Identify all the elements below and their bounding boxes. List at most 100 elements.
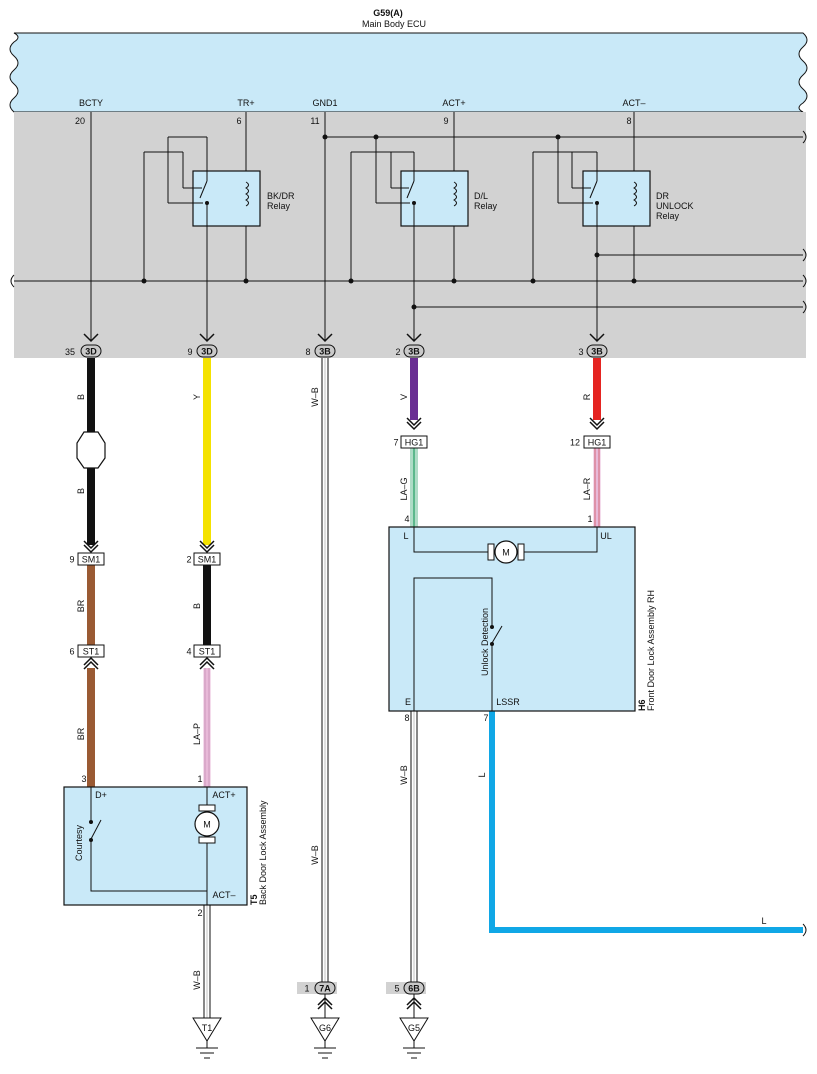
h6-pin-label: UL	[600, 531, 612, 541]
h6-pin-label: E	[405, 697, 411, 707]
wire-color-label: W–B	[310, 845, 320, 865]
connector-pin: 9	[69, 555, 74, 565]
t5-pin-num: 3	[81, 774, 86, 784]
ecu-name: Main Body ECU	[362, 19, 426, 29]
connector-pin: 2	[395, 347, 400, 357]
connector-id: 3B	[591, 347, 603, 357]
connector-id: SM1	[82, 555, 101, 565]
wire-color-label: L	[761, 916, 766, 926]
relay-label: Relay	[656, 211, 680, 221]
connector-id: 3B	[319, 347, 331, 357]
relay-label: D/L	[474, 191, 488, 201]
t5-back-door-lock	[63, 786, 248, 906]
h6-name: Front Door Lock Assembly RH	[646, 590, 656, 711]
ecu-bottom-connector-labels: 3D 3D 3B 3B 3B 35 9 8 2 3	[65, 347, 603, 358]
h6-pin-num: 1	[587, 514, 592, 524]
h6-pin-label: L	[403, 531, 408, 541]
ground-symbols	[192, 1017, 429, 1059]
h6-pin-num: 8	[404, 713, 409, 723]
connector-pin: 6	[69, 647, 74, 657]
connector-pin: 35	[65, 347, 75, 357]
wire-color-label: W–B	[310, 387, 320, 407]
connector-pin: 5	[394, 984, 399, 994]
t5-name: Back Door Lock Assembly	[258, 800, 268, 905]
connector-id: 7A	[319, 984, 331, 994]
h6-front-door-lock	[388, 526, 636, 712]
relay-labels: BK/DR Relay D/L Relay DR UNLOCK Relay	[267, 191, 694, 221]
wire-color-label: R	[582, 393, 592, 400]
connector-id: SM1	[198, 555, 217, 565]
wire-color-label: V	[399, 394, 409, 400]
ecu-body	[9, 32, 808, 113]
connector-pin: 2	[186, 555, 191, 565]
ecu-pin-label: BCTY	[79, 98, 103, 108]
ecu-pin-labels: BCTY TR+ GND1 ACT+ ACT– 20 6 11 9 8	[75, 98, 646, 126]
ground-code: G6	[319, 1023, 331, 1033]
ecu-pin-label: GND1	[312, 98, 337, 108]
inline-connector-labels: SM1 9 SM1 2 ST1 6 ST1 4 HG1 7 HG1 12	[69, 438, 606, 657]
wire-color-label: BR	[76, 727, 86, 740]
wire-color-label: LA–R	[582, 477, 592, 500]
t5-code: T5	[249, 894, 259, 905]
inline-connectors	[77, 435, 611, 658]
wire-color-label: W–B	[192, 970, 202, 990]
ecu-code: G59(A)	[373, 8, 403, 18]
ecu-pin-num: 20	[75, 116, 85, 126]
h6-switch-label: Unlock Detection	[480, 608, 490, 676]
connector-id: 3D	[85, 347, 97, 357]
wire-color-label: B	[76, 488, 86, 494]
connector-pin: 9	[187, 347, 192, 357]
wire-color-label: L	[477, 772, 487, 777]
wire-color-label: LA–G	[399, 477, 409, 500]
connector-id: 3B	[408, 347, 420, 357]
ecu-pin-label: TR+	[237, 98, 254, 108]
wire-lssr	[489, 711, 807, 937]
connector-id: ST1	[199, 647, 216, 657]
h6-pin-num: 7	[483, 713, 488, 723]
wire-color-label: BR	[76, 599, 86, 612]
connector-pin: 1	[304, 984, 309, 994]
ecu-pin-num: 11	[310, 116, 319, 126]
relay-label: DR	[656, 191, 669, 201]
ground-code: T1	[202, 1023, 213, 1033]
ecu-pin-label: ACT–	[622, 98, 645, 108]
ecu-pin-num: 9	[443, 116, 448, 126]
t5-pin-num: 1	[197, 774, 202, 784]
h6-code: H6	[637, 699, 647, 711]
wire-tr-plus	[199, 358, 215, 787]
relay-label: Relay	[474, 201, 498, 211]
connector-id: HG1	[405, 438, 424, 448]
connector-pin: 8	[305, 347, 310, 357]
ecu-pin-num: 8	[626, 116, 631, 126]
wire-color-label: B	[76, 394, 86, 400]
relay-label: Relay	[267, 201, 291, 211]
wire-act-minus	[589, 358, 605, 527]
connector-id: HG1	[588, 438, 607, 448]
connector-pin: 4	[186, 647, 191, 657]
connector-pin: 3	[578, 347, 583, 357]
t5-pin-label: ACT+	[212, 790, 235, 800]
connector-pin: 7	[393, 438, 398, 448]
ecu-internal-band	[14, 112, 806, 358]
h6-pin-num: 4	[404, 514, 409, 524]
wire-color-label: LA–P	[192, 723, 202, 745]
ecu-pin-num: 6	[236, 116, 241, 126]
wire-color-label: Y	[192, 394, 202, 400]
t5-motor-icon: M	[203, 820, 211, 830]
connector-pin: 12	[570, 438, 580, 448]
h6-pin-label: LSSR	[496, 697, 520, 707]
t5-pin-label: D+	[95, 790, 107, 800]
relay-label: BK/DR	[267, 191, 295, 201]
ecu-bottom-connectors	[80, 333, 608, 358]
h6-motor-icon: M	[502, 548, 510, 558]
wire-act-plus	[406, 358, 422, 527]
connector-id: 6B	[408, 984, 420, 994]
t5-switch-label: Courtesy	[74, 824, 84, 861]
t5-pin-num: 2	[197, 908, 202, 918]
wire-color-label: B	[192, 603, 202, 609]
ecu-internal-circuit	[10, 112, 807, 340]
relay-label: UNLOCK	[656, 201, 694, 211]
wire-bcty	[76, 358, 106, 787]
connector-id: 3D	[201, 347, 213, 357]
